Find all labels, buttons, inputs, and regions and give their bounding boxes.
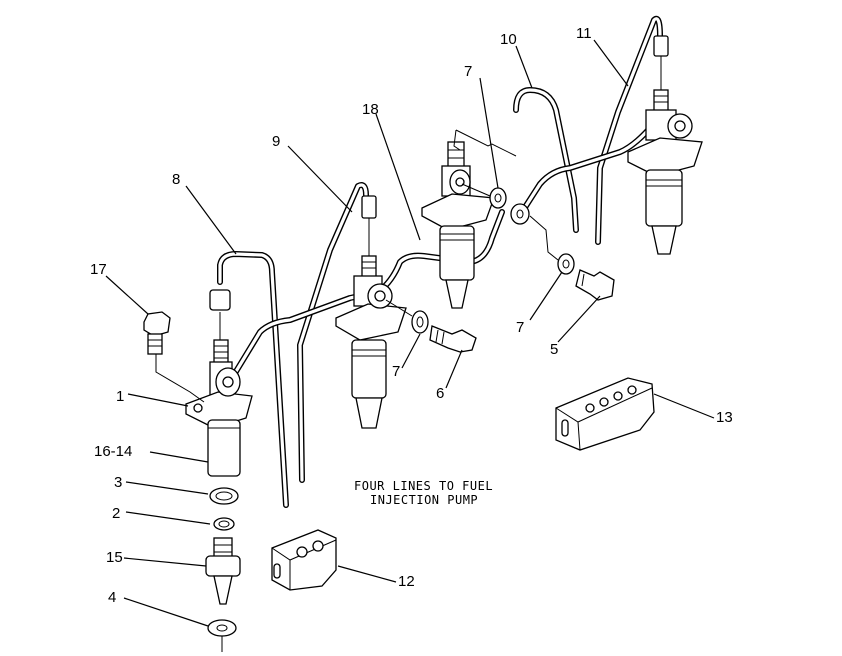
clamp-13 <box>555 377 655 451</box>
note-line-2: INJECTION PUMP <box>370 493 478 507</box>
leader-lines <box>105 39 715 627</box>
callout-7-front: 7 <box>392 363 400 380</box>
bolt-6 <box>429 325 477 353</box>
fuel-line-9 <box>297 182 369 483</box>
callout-18: 18 <box>362 101 379 118</box>
callout-9: 9 <box>272 133 280 150</box>
callout-11: 11 <box>576 25 592 42</box>
fuel-line-11 <box>595 15 663 245</box>
note-four-lines: FOUR LINES TO FUEL INJECTION PUMP <box>354 479 493 507</box>
callout-3: 3 <box>114 474 122 491</box>
callout-4: 4 <box>108 589 116 606</box>
callout-12: 12 <box>398 573 415 590</box>
washer-7-front <box>385 299 429 334</box>
washer-7-upper <box>461 183 530 225</box>
fuel-line-10 <box>513 87 579 233</box>
bracket-wire <box>453 129 517 157</box>
bolt-5 <box>575 269 615 301</box>
callout-5: 5 <box>550 341 558 358</box>
fuel-return-line-18 <box>229 115 675 381</box>
injector-third <box>421 141 495 309</box>
callout-6: 6 <box>436 385 444 402</box>
callout-labels: 1 2 3 4 5 6 7 7 7 8 9 10 11 12 13 15 16-… <box>90 25 733 606</box>
callout-16-14: 16-14 <box>94 443 132 460</box>
callout-13: 13 <box>716 409 733 426</box>
bolt-17 <box>143 311 205 403</box>
callout-10: 10 <box>500 31 517 48</box>
injector-front <box>185 289 253 652</box>
callout-2: 2 <box>112 505 120 522</box>
callout-17: 17 <box>90 261 107 278</box>
injector-rear <box>627 35 703 255</box>
callout-7-rear: 7 <box>516 319 524 336</box>
callout-15: 15 <box>106 549 123 566</box>
clamp-12 <box>271 529 337 591</box>
callout-1: 1 <box>116 388 124 405</box>
injector-second <box>335 195 407 429</box>
note-line-1: FOUR LINES TO FUEL <box>354 479 493 493</box>
callout-8: 8 <box>172 171 180 188</box>
callout-7-upper: 7 <box>464 63 472 80</box>
fuel-line-8 <box>217 251 289 508</box>
washer-7-rear <box>529 215 575 275</box>
